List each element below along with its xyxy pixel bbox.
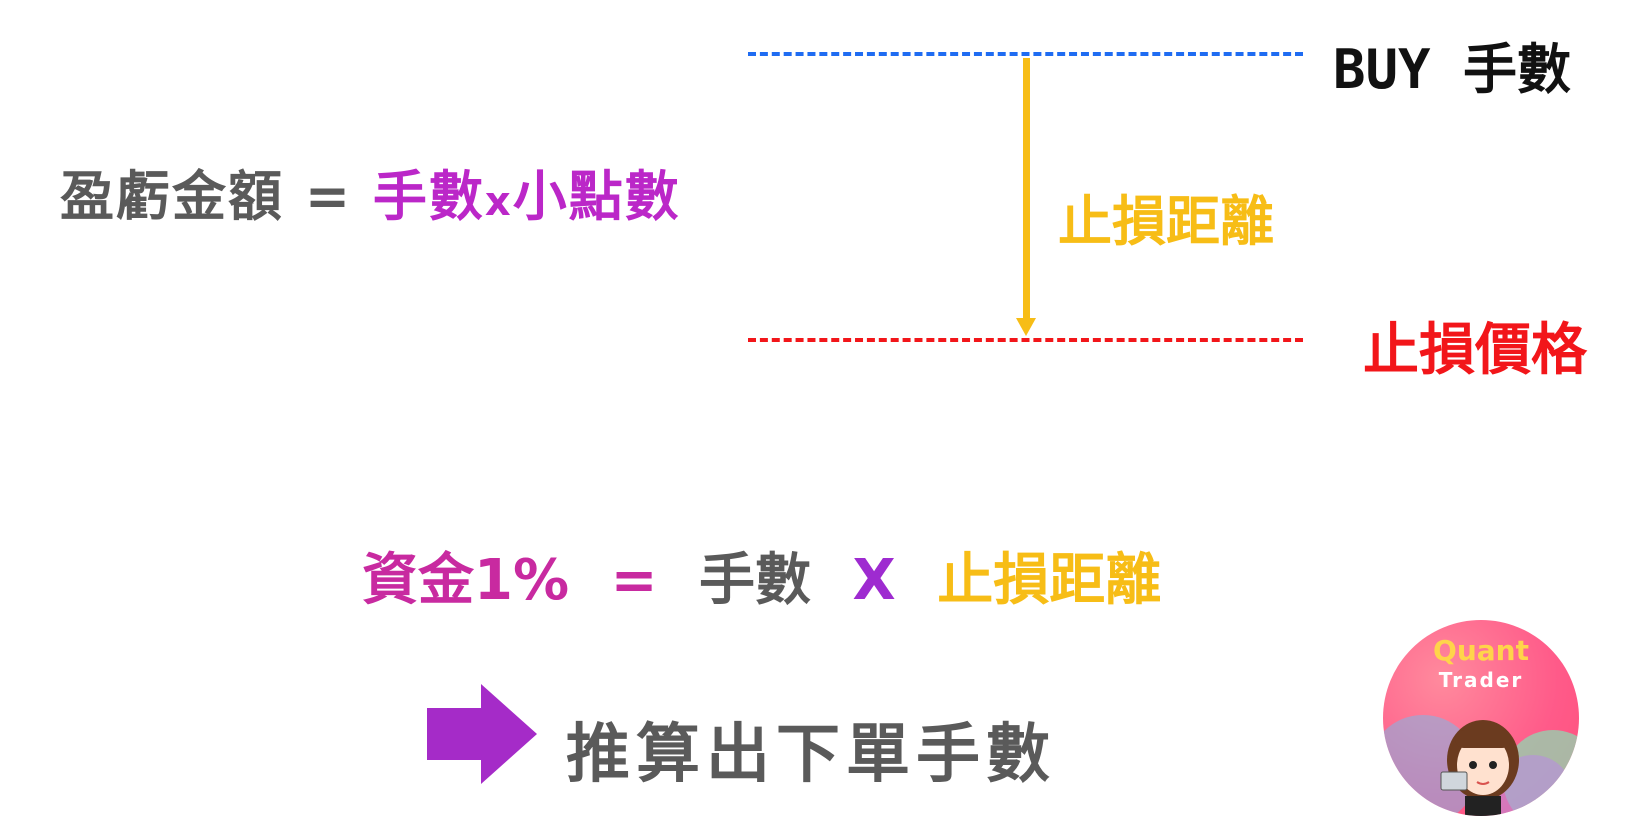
logo-subtitle: Trader [1438, 668, 1524, 692]
profit-loss-formula: 盈虧金額 = 手數x小點數 [60, 165, 681, 234]
formula-lots: 手數 [372, 165, 485, 228]
buy-price-line [748, 52, 1303, 56]
formula-equals: = [304, 165, 353, 228]
equation-equals: = [610, 548, 658, 613]
buy-label: BUY 手數 [1333, 38, 1572, 101]
equation-capital: 資金1% [362, 548, 570, 613]
result-text: 推算出下單手數 [566, 718, 1056, 792]
logo-background-art [1383, 715, 1579, 816]
equation-lots: 手數 [699, 548, 811, 613]
right-arrow-icon [427, 684, 537, 784]
stop-distance-arrow-shaft [1023, 58, 1030, 323]
stop-loss-price-label: 止損價格 [1363, 318, 1587, 383]
equation-times: X [852, 548, 896, 613]
formula-lhs: 盈虧金額 [60, 165, 284, 228]
formula-pip: 小點數 [512, 165, 681, 228]
stop-distance-label: 止損距離 [1058, 190, 1274, 253]
position-size-equation: 資金1% = 手數 X 止損距離 [362, 548, 1183, 614]
equation-distance: 止損距離 [937, 548, 1162, 613]
logo-title: Quant [1433, 634, 1529, 667]
formula-times: x [484, 179, 513, 225]
quant-trader-logo: Quant Trader [1383, 620, 1579, 816]
down-arrow-icon [1016, 318, 1036, 336]
stop-loss-price-line [748, 338, 1303, 342]
